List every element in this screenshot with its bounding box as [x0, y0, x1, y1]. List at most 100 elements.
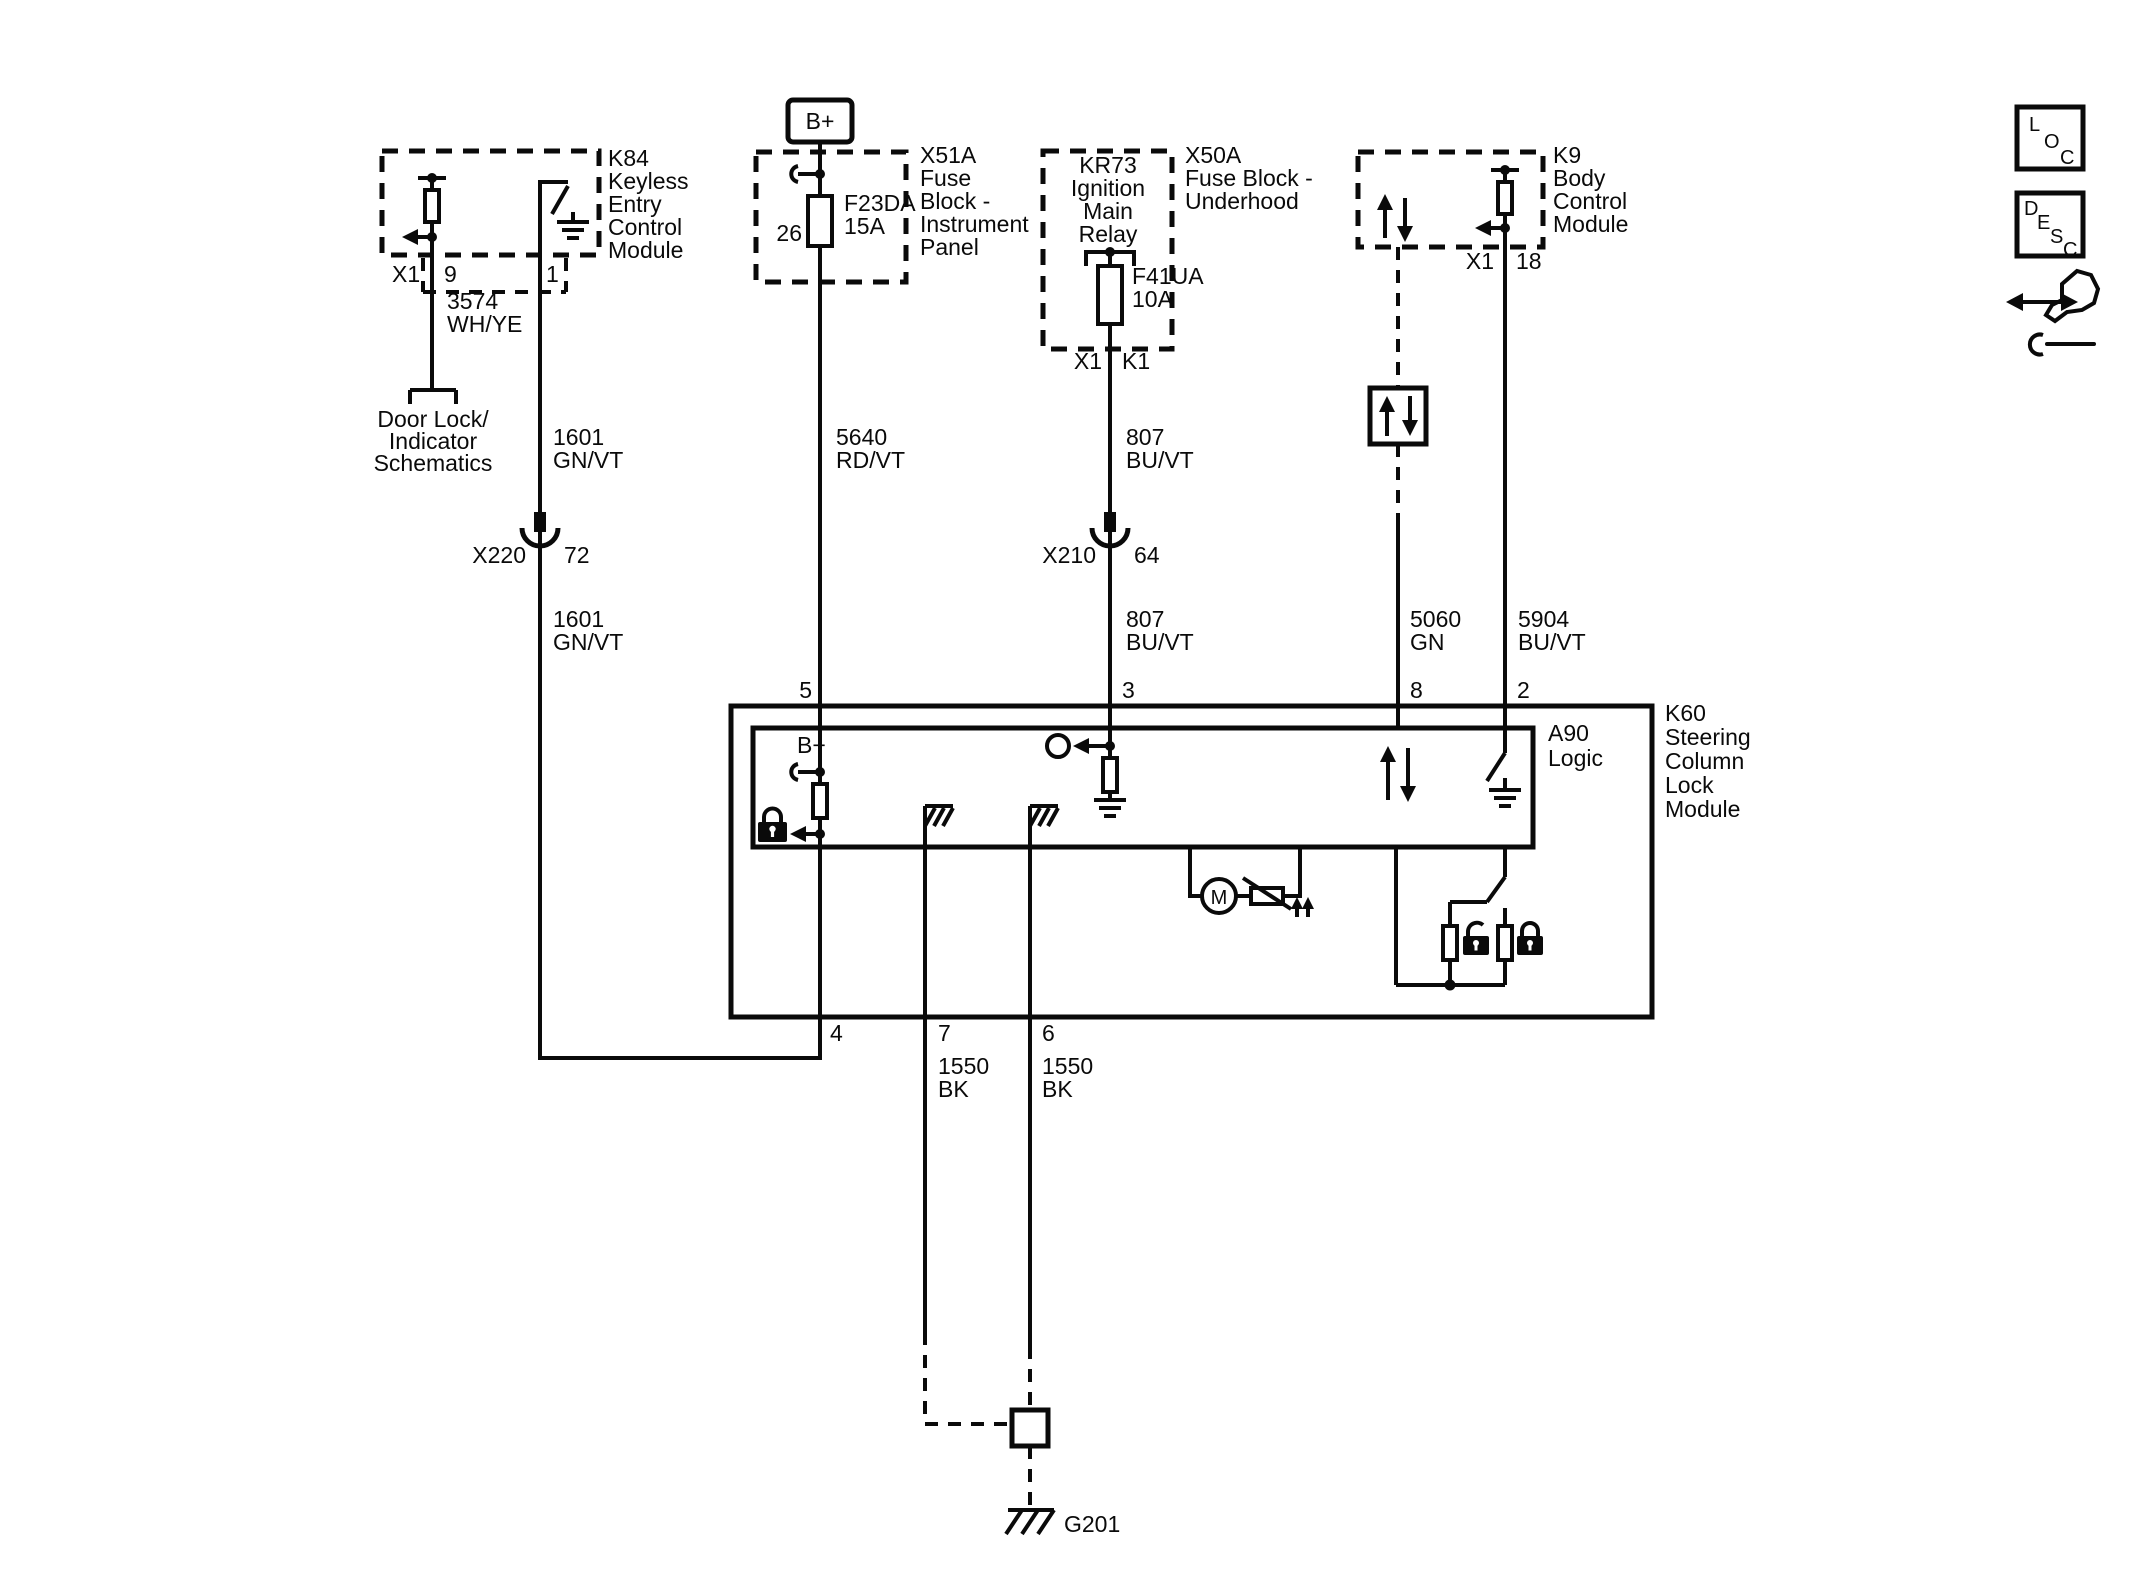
fuse-amps: 10A	[1132, 286, 1174, 312]
k60-pin2: 2	[1517, 677, 1530, 703]
wire-color: BK	[1042, 1076, 1073, 1102]
a90-ground-stub-pin6	[1028, 804, 1060, 1018]
k60-pin8: 8	[1410, 677, 1423, 703]
wire-color: GN	[1410, 629, 1445, 655]
a90-logic-outline	[750, 725, 1536, 850]
fuse-clip-icon	[789, 762, 825, 782]
module-k84: K84 Keyless Entry Control Module X1 9 1	[379, 145, 689, 390]
up-arrows-icon	[1291, 897, 1314, 917]
wire-3574: 3574 WH/YE Door Lock/ Indicator Schemati…	[374, 288, 523, 476]
k60-name-line: Lock	[1665, 772, 1714, 798]
k60-pin4: 4	[830, 1020, 843, 1046]
desc-letter: C	[2063, 239, 2077, 261]
wire-1550-pin7: 1550 BK	[923, 1018, 1012, 1426]
fuse-name: F41UA	[1132, 263, 1204, 289]
a90-label: Logic	[1548, 745, 1603, 771]
module-k60: 5 3 8 2 A90 Logic K60 Steering Column Lo…	[728, 677, 1751, 1058]
wire-1601: 1601 GN/VT X220 72 1601 GN/VT	[472, 255, 822, 1060]
k9-name-line: Control	[1553, 188, 1627, 214]
wrench-head-icon	[2027, 332, 2044, 357]
x50a-name-line: Fuse Block -	[1185, 165, 1313, 191]
x51a-name-line: X51A	[920, 142, 977, 168]
wire-color: RD/VT	[836, 447, 905, 473]
kr73-name-line: Main	[1083, 198, 1133, 224]
connector-outline-icon	[2043, 268, 2101, 324]
k84-module-outline	[379, 148, 602, 258]
wire-circuit: 3574	[447, 288, 498, 314]
left-arrow-icon	[1475, 220, 1491, 236]
kr73-name-line: Relay	[1079, 221, 1138, 247]
motor-icon	[1200, 877, 1238, 915]
k60-name-line: Module	[1665, 796, 1740, 822]
offpage-ref: Schematics	[374, 450, 493, 476]
resistor-unlocked-icon	[1441, 924, 1459, 962]
wire-color: BU/VT	[1126, 447, 1194, 473]
offpage-ref: Indicator	[389, 428, 478, 454]
wire-circuit: 5904	[1518, 606, 1569, 632]
wire-color: WH/YE	[447, 311, 522, 337]
desc-letter: E	[2037, 212, 2050, 234]
offpage-bracket-icon	[408, 388, 458, 404]
repair-tool-icon[interactable]	[2006, 268, 2101, 357]
k60-id: K60	[1665, 700, 1706, 726]
fuse-name: F23DA	[844, 190, 916, 216]
wire-5640: 5640 RD/VT	[818, 142, 905, 784]
k60-pin6: 6	[1042, 1020, 1055, 1046]
wire-circuit: 5640	[836, 424, 887, 450]
k84-conn-label: X1	[392, 261, 420, 287]
wire-5060-serial: 5060 GN	[1367, 247, 1461, 729]
x220-pin: 72	[564, 542, 590, 568]
wire-circuit: 1550	[938, 1053, 989, 1079]
wire-807: 807 BU/VT X210 64 807 BU/VT	[1042, 252, 1194, 758]
resistor-locked-icon	[1496, 924, 1514, 962]
k9-conn-label: X1	[1466, 248, 1494, 274]
a90-pin2-switch	[1485, 751, 1521, 808]
kr73-name-line: KR73	[1079, 152, 1137, 178]
k60-name-line: Column	[1665, 748, 1744, 774]
wire-color: BU/VT	[1126, 629, 1194, 655]
k84-name-line: Entry	[608, 191, 662, 217]
kr73-name-line: Ignition	[1071, 175, 1145, 201]
desc-box-icon[interactable]	[2014, 190, 2086, 259]
wire-circuit: 807	[1126, 606, 1164, 632]
k84-name-line: Control	[608, 214, 682, 240]
legend-loc[interactable]: L O C	[2014, 104, 2086, 172]
fuse-f41ua-icon	[1096, 264, 1124, 326]
k9-driver-output-icon	[1475, 165, 1519, 247]
desc-letter: S	[2050, 226, 2063, 248]
loc-box-icon[interactable]	[2014, 104, 2086, 172]
padlock-closed-icon	[758, 806, 787, 842]
wire-5904: 5904 BU/VT	[1503, 247, 1586, 753]
x50a-label: X50A Fuse Block - Underhood	[1185, 142, 1313, 214]
wire-circuit: 1601	[553, 424, 604, 450]
k60-pin5: 5	[799, 677, 812, 703]
x210-name: X210	[1042, 542, 1096, 568]
inline-connector-x220-icon	[519, 512, 561, 549]
wire-circuit: 5060	[1410, 606, 1461, 632]
k84-id: K84	[608, 145, 649, 171]
fuse-f23da-icon	[806, 194, 834, 248]
wire-color: BK	[938, 1076, 969, 1102]
k84-pin9-label: 9	[444, 261, 457, 287]
a90-bplus-label: B+	[797, 732, 826, 758]
legend-desc[interactable]: D E S C	[2014, 190, 2086, 261]
x51a-name-line: Block -	[920, 188, 990, 214]
wire-color: BU/VT	[1518, 629, 1586, 655]
fuse-amps: 15A	[844, 213, 886, 239]
serial-data-arrows-icon	[1377, 194, 1413, 242]
ground-chassis-icon	[1004, 1508, 1056, 1536]
left-arrow-icon	[402, 229, 418, 245]
k84-pin1-label: 1	[546, 261, 559, 287]
padlock-open-icon	[1463, 920, 1489, 955]
module-k9: K9 Body Control Module X1 18	[1355, 142, 1628, 274]
x50a-name-line: X50A	[1185, 142, 1242, 168]
padlock-closed-icon	[1517, 921, 1543, 955]
x220-name: X220	[472, 542, 526, 568]
kr73-module-outline	[1040, 148, 1175, 352]
ground-earth-icon	[1489, 778, 1521, 808]
a90-ground-stub-pin7	[923, 804, 955, 1018]
k84-driver-output-icon	[402, 173, 446, 390]
wire-1550-pin6: 1550 BK	[1028, 1018, 1093, 1410]
